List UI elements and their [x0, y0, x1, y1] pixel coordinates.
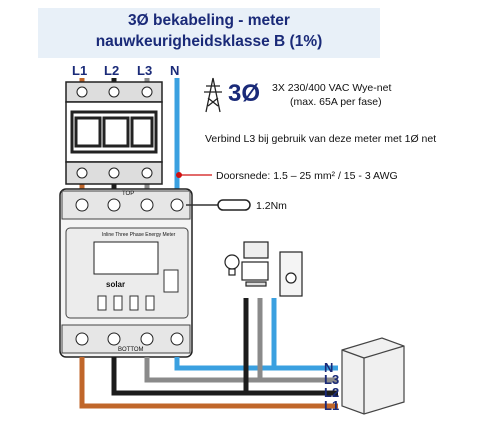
- lightbulb-icon: [224, 254, 240, 276]
- title-box: 3Ø bekabeling - meter nauwkeurigheidskla…: [38, 8, 380, 58]
- right-label-l3: L3: [324, 372, 340, 387]
- pylon-icon: [204, 77, 222, 113]
- phase-label-n: N: [170, 63, 180, 78]
- screwdriver-icon: [186, 199, 251, 211]
- title-line-2: nauwkeurigheidsklasse B (1%): [95, 33, 323, 50]
- title-line-1: 3Ø bekabeling - meter: [128, 12, 290, 29]
- circuit-breaker: [65, 81, 163, 185]
- wire-l1-bottom: [79, 357, 338, 409]
- meter-bottom-label: BOTTOM: [118, 347, 144, 353]
- wire-l2-bottom: [111, 357, 338, 396]
- distribution-box-icon: [341, 337, 405, 415]
- phase-symbol: 3Ø: [228, 80, 261, 107]
- phase-label-l2: L2: [104, 63, 120, 78]
- meter-name: Inline Three Phase Energy Meter: [102, 232, 176, 238]
- right-label-n: N: [324, 360, 334, 375]
- max-current-spec: (max. 65A per fase): [290, 96, 382, 108]
- right-label-l1: L1: [324, 398, 340, 413]
- phase-label-l1: L1: [72, 63, 88, 78]
- cross-section-spec: Doorsnede: 1.5 – 25 mm² / 15 - 3 AWG: [216, 170, 398, 182]
- single-phase-note: Verbind L3 bij gebruik van deze meter me…: [205, 133, 437, 145]
- wire-l3-bottom: [144, 357, 338, 383]
- wire-n-bottom: [174, 357, 338, 371]
- voltage-spec: 3X 230/400 VAC Wye-net: [272, 82, 392, 94]
- meter-top-label: TOP: [122, 191, 135, 197]
- inverter-icon: [279, 251, 303, 297]
- right-label-l2: L2: [324, 385, 340, 400]
- phase-label-l3: L3: [137, 63, 153, 78]
- torque-spec: 1.2Nm: [256, 200, 287, 212]
- meter-brand: solar: [106, 280, 126, 289]
- energy-meter: [59, 188, 193, 358]
- computer-icon: [241, 241, 269, 287]
